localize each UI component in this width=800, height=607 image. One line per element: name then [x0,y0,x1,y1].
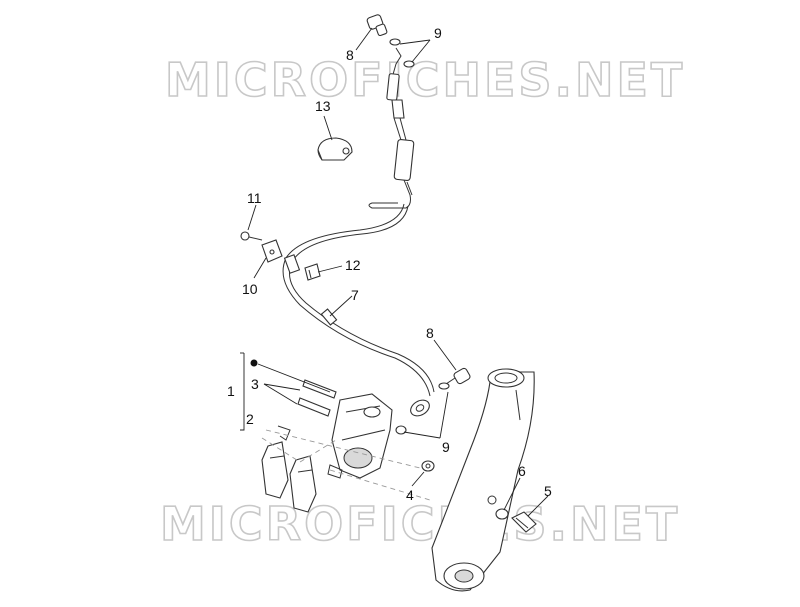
banjo-fitting [395,382,450,435]
brake-hose-upper [368,47,415,209]
bolt-5 [511,511,537,533]
callout-1: 1 [227,383,235,399]
fork-leg [431,368,535,592]
callout-3: 3 [251,376,259,392]
brake-caliper [327,393,393,479]
caliper-bolts-3 [297,379,337,417]
callout-7: 7 [351,287,359,303]
callout-6: 6 [518,463,526,479]
callout-5: 5 [544,483,552,499]
pad-spring [277,425,291,441]
bolt-11 [240,231,263,241]
banjo-bolt-mid [445,367,471,385]
brake-pads [261,441,317,513]
callout-4: 4 [406,487,414,503]
clip-12 [304,263,321,281]
callout-9-mid: 9 [442,439,450,455]
bracket-10 [261,239,283,263]
callout-2: 2 [246,411,254,427]
watermark-top: MICROFICHES.NET [165,53,685,107]
banjo-bolt-top [366,14,388,37]
group-bullet [250,359,258,367]
washers-top [389,38,415,68]
callout-8-mid: 8 [426,325,434,341]
washer-4 [421,460,435,472]
callout-9-top: 9 [434,25,442,41]
callout-13: 13 [315,98,331,114]
callout-10: 10 [242,281,258,297]
group-bracket [240,352,331,431]
leader-lines [247,27,549,517]
callout-12: 12 [345,257,361,273]
hose-clamp-13 [317,137,353,161]
watermark-bottom: MICROFICHES.NET [160,497,680,551]
brake-hose-7 [282,203,435,397]
washer-6 [495,508,509,520]
callout-11: 11 [247,190,262,206]
callout-8-top: 8 [346,47,354,63]
